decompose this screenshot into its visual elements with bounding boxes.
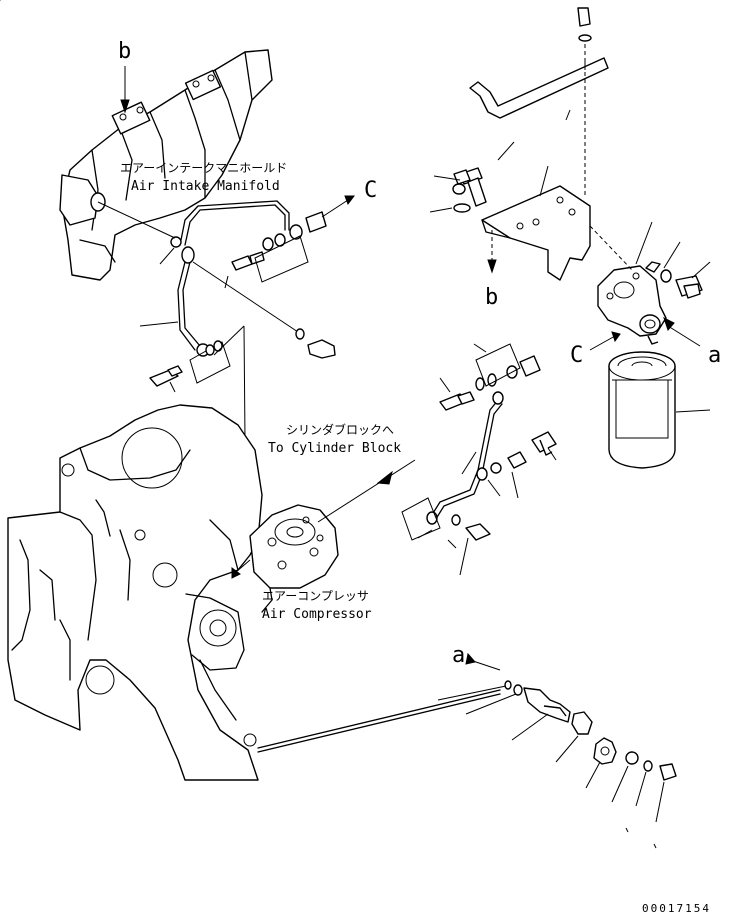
upper-bracket [469,7,609,195]
callout-b-top: b [118,39,131,114]
label-cylinder-en: To Cylinder Block [268,441,401,456]
callout-c-mid: C [570,331,621,368]
label-cylinder-jp: シリンダブロックへ [286,422,394,437]
callout-a-bottom: a [452,643,501,671]
callout-c-mid-label: C [570,343,583,368]
callout-b-top-label: b [118,39,131,64]
callout-c-top-label: C [364,178,377,203]
callout-c-top: C [321,178,377,218]
air-compressor [249,504,339,613]
label-intake-jp: エアーインテークマニホールド [120,161,287,175]
sensor-assembly [504,680,677,781]
drawing-code: 00017154 [642,902,711,915]
upper-pipe [170,200,290,357]
filter-cartridge [608,351,676,469]
label-intake-en: Air Intake Manifold [131,179,280,194]
filter-head [597,261,703,345]
cylinder-block [7,404,263,781]
label-compressor-en: Air Compressor [262,607,372,622]
callout-b-bottom: b [485,230,498,310]
callout-a-bottom-label: a [452,643,465,668]
pipe-clamp-left [149,340,231,387]
label-compressor-jp: エアーコンプレッサ [262,589,369,603]
middle-pipe [426,355,557,541]
callout-b-bottom-label: b [485,285,498,310]
air-intake-manifold [59,49,273,281]
callout-a-right: a [663,317,721,368]
fitting-bolt-top [231,211,327,271]
mounting-bracket [452,167,591,281]
callout-a-right-label: a [708,343,721,368]
